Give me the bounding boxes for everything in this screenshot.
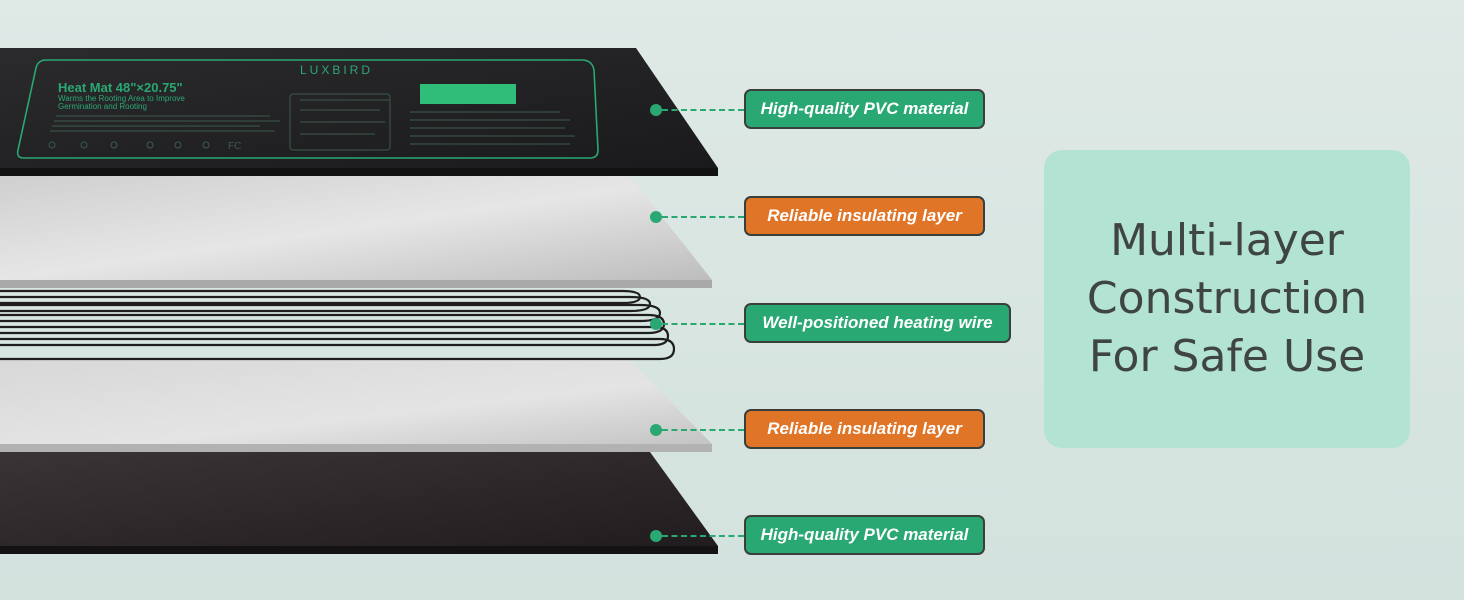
headline-line-3: For Safe Use bbox=[1088, 331, 1366, 382]
upper-insulating-layer bbox=[0, 176, 712, 288]
mat-brand: LUXBIRD bbox=[300, 63, 373, 77]
headline-card: Multi-layer Construction For Safe Use bbox=[1044, 150, 1410, 448]
connector-line bbox=[662, 535, 744, 537]
top-pvc-mat: LUXBIRD Heat Mat 48"×20.75" Warms the Ro… bbox=[0, 48, 718, 176]
connector-dot bbox=[650, 530, 662, 542]
lower-insulating-layer bbox=[0, 360, 712, 452]
connector-dot bbox=[650, 424, 662, 436]
mat-subtitle-2: Germination and Rooting bbox=[58, 102, 147, 111]
connector-line bbox=[662, 109, 744, 111]
mat-title: Heat Mat 48"×20.75" bbox=[58, 80, 183, 95]
mat-info-panel bbox=[289, 93, 391, 151]
connector-line bbox=[662, 216, 744, 218]
mat-cert-label: FC bbox=[228, 141, 241, 152]
label-bottom-pvc: High-quality PVC material bbox=[744, 515, 985, 555]
mat-cert-icons bbox=[48, 141, 210, 149]
mat-heater-swatch bbox=[420, 84, 516, 104]
mat-fine-print bbox=[50, 99, 575, 145]
headline-line-2: Construction bbox=[1086, 273, 1368, 324]
bottom-pvc-layer bbox=[0, 452, 718, 554]
heating-wire-layer bbox=[0, 289, 676, 361]
connector-line bbox=[662, 323, 744, 325]
connector-dot bbox=[650, 318, 662, 330]
connector-line bbox=[662, 429, 744, 431]
headline-line-1: Multi-layer bbox=[1110, 215, 1344, 266]
connector-dot bbox=[650, 104, 662, 116]
connector-dot bbox=[650, 211, 662, 223]
label-top-pvc: High-quality PVC material bbox=[744, 89, 985, 129]
label-lower-insulating: Reliable insulating layer bbox=[744, 409, 985, 449]
label-heating-wire: Well-positioned heating wire bbox=[744, 303, 1011, 343]
label-upper-insulating: Reliable insulating layer bbox=[744, 196, 985, 236]
mat-subtitle-1: Warms the Rooting Area to Improve bbox=[58, 94, 185, 103]
